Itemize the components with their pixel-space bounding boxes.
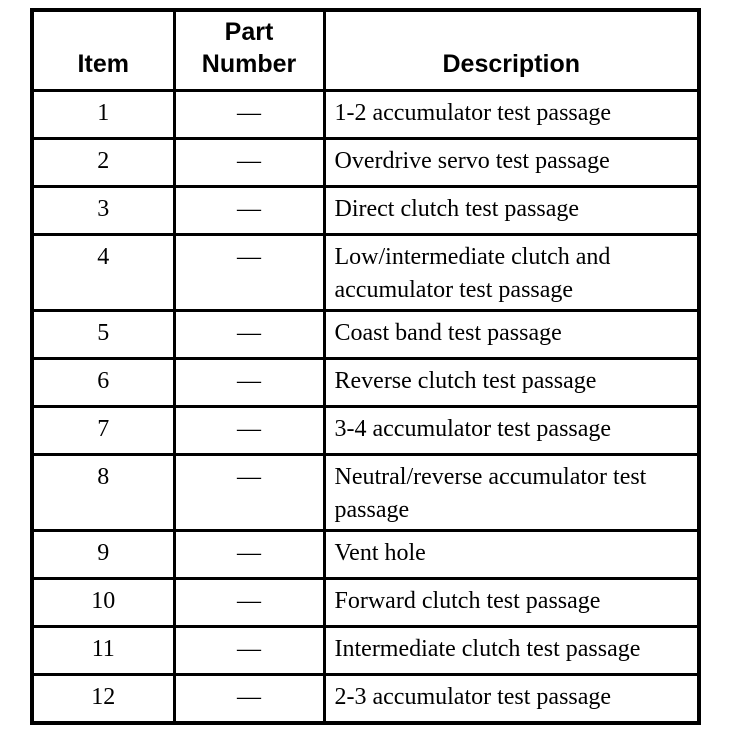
description-cell: Neutral/reverse accumulator test passage — [322, 453, 701, 532]
part-number-cell: — — [172, 577, 326, 628]
description-cell: Reverse clutch test passage — [322, 357, 701, 408]
table-row: 4 — Low/intermediate clutch and accumula… — [30, 233, 701, 312]
description-cell: Vent hole — [322, 529, 701, 580]
table-row: 8 — Neutral/reverse accumulator test pas… — [30, 453, 701, 532]
part-number-cell: — — [172, 529, 326, 580]
column-header-description: Description — [322, 8, 701, 92]
part-number-cell: — — [172, 453, 326, 532]
description-cell: Overdrive servo test passage — [322, 137, 701, 188]
header-row: Item Part Number Description — [30, 8, 701, 92]
description-cell: Low/intermediate clutch and accumulator … — [322, 233, 701, 312]
description-cell: Coast band test passage — [322, 309, 701, 360]
table-row: 10 — Forward clutch test passage — [30, 577, 701, 628]
part-number-cell: — — [172, 309, 326, 360]
item-cell: 5 — [30, 309, 176, 360]
part-number-cell: — — [172, 673, 326, 725]
item-cell: 10 — [30, 577, 176, 628]
part-number-cell: — — [172, 625, 326, 676]
part-number-cell: — — [172, 185, 326, 236]
table-row: 5 — Coast band test passage — [30, 309, 701, 360]
description-cell: 1-2 accumulator test passage — [322, 89, 701, 140]
item-cell: 9 — [30, 529, 176, 580]
table-body: 1 — 1-2 accumulator test passage 2 — Ove… — [30, 89, 701, 725]
item-cell: 6 — [30, 357, 176, 408]
column-header-part-number: Part Number — [172, 8, 326, 92]
part-number-cell: — — [172, 233, 326, 312]
parts-table: Item Part Number Description 1 — 1-2 acc… — [30, 8, 701, 725]
table-row: 2 — Overdrive servo test passage — [30, 137, 701, 188]
item-cell: 3 — [30, 185, 176, 236]
item-cell: 12 — [30, 673, 176, 725]
table-row: 12 — 2-3 accumulator test passage — [30, 673, 701, 725]
description-cell: 3-4 accumulator test passage — [322, 405, 701, 456]
table-row: 1 — 1-2 accumulator test passage — [30, 89, 701, 140]
table-row: 7 — 3-4 accumulator test passage — [30, 405, 701, 456]
item-cell: 2 — [30, 137, 176, 188]
column-header-item: Item — [30, 8, 176, 92]
table-row: 11 — Intermediate clutch test passage — [30, 625, 701, 676]
item-cell: 4 — [30, 233, 176, 312]
item-cell: 7 — [30, 405, 176, 456]
part-number-cell: — — [172, 357, 326, 408]
description-cell: Forward clutch test passage — [322, 577, 701, 628]
part-number-cell: — — [172, 405, 326, 456]
item-cell: 8 — [30, 453, 176, 532]
description-cell: 2-3 accumulator test passage — [322, 673, 701, 725]
part-number-cell: — — [172, 89, 326, 140]
item-cell: 1 — [30, 89, 176, 140]
item-cell: 11 — [30, 625, 176, 676]
description-cell: Intermediate clutch test passage — [322, 625, 701, 676]
table-row: 9 — Vent hole — [30, 529, 701, 580]
part-number-cell: — — [172, 137, 326, 188]
description-cell: Direct clutch test passage — [322, 185, 701, 236]
table-header: Item Part Number Description — [30, 8, 701, 92]
table-row: 6 — Reverse clutch test passage — [30, 357, 701, 408]
table-row: 3 — Direct clutch test passage — [30, 185, 701, 236]
